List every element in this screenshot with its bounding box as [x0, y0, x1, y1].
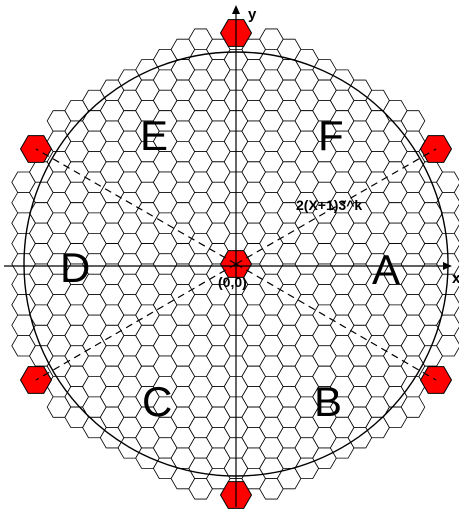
dashed-diagonals	[35, 148, 437, 381]
sector-label-f: F	[318, 112, 344, 159]
formula-label: 2(X+1)3^k	[296, 197, 362, 213]
axis-x-label: x	[452, 270, 459, 287]
axis-y-label: y	[248, 6, 257, 23]
sector-label-e: E	[140, 112, 168, 159]
hex-cell	[400, 396, 426, 418]
diagonal-line-lower-right	[235, 263, 437, 381]
sector-label-c: C	[142, 378, 172, 425]
diagonal-line-upper-left	[35, 148, 237, 265]
hex-grid	[11, 28, 459, 500]
highlighted-cell-upper-left	[19, 135, 53, 163]
diagonal-line-upper-right	[235, 148, 437, 265]
hex-cell	[436, 335, 459, 357]
diagonal-line-lower-left	[35, 263, 237, 381]
sector-label-b: B	[314, 378, 342, 425]
sector-label-a: A	[372, 246, 400, 293]
x-axis-arrowhead	[443, 262, 452, 270]
sector-label-d: D	[60, 244, 90, 291]
origin-label: (0,0)	[218, 274, 247, 290]
y-axis-arrowhead	[232, 5, 240, 14]
axes	[4, 10, 447, 507]
